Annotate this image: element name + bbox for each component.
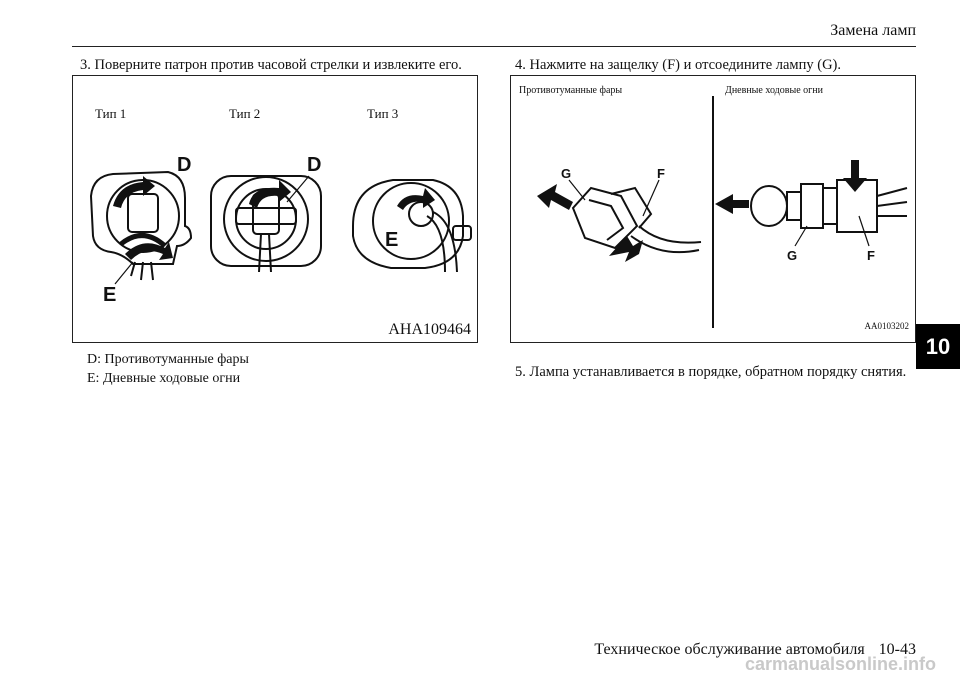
callout-f-fog: F bbox=[657, 166, 665, 181]
socket-type-1-drawing bbox=[89, 170, 193, 281]
legend-e: E: Дневные ходовые огни bbox=[87, 369, 240, 388]
page-header-title: Замена ламп bbox=[830, 22, 916, 39]
legend-d-key: D: bbox=[87, 352, 101, 367]
footer-section-title: Техническое обслуживание автомобиля bbox=[594, 641, 865, 658]
legend-d: D: Противотуманные фары bbox=[87, 350, 249, 369]
page-number: 10-43 bbox=[878, 641, 916, 658]
callout-f-drl: F bbox=[867, 248, 875, 263]
figure-code-aha109464: AHA109464 bbox=[388, 321, 471, 338]
section-tab-10: 10 bbox=[916, 324, 960, 369]
callout-e-type-3: E bbox=[385, 229, 398, 251]
figure-socket-removal: Тип 1 Тип 2 Тип 3 D E D bbox=[72, 75, 478, 343]
arrow-ccw-type-1 bbox=[113, 176, 173, 260]
step-4-text: 4. Нажмите на защелку (F) и отсоедините … bbox=[515, 57, 841, 73]
type-3-label: Тип 3 bbox=[367, 106, 399, 121]
socket-type-3-drawing bbox=[352, 179, 472, 273]
socket-illustrations: D E D E bbox=[89, 154, 472, 306]
arrow-ccw-type-2 bbox=[249, 180, 291, 208]
page-footer: Техническое обслуживание автомобиля 10-43 bbox=[594, 641, 916, 659]
callout-d-type-2: D bbox=[307, 154, 321, 176]
header-divider bbox=[72, 46, 916, 47]
arrow-pull-out-drl bbox=[715, 194, 749, 214]
figure-code-aa0103202: AA0103202 bbox=[864, 321, 910, 331]
arrow-press-latch bbox=[609, 236, 643, 262]
type-1-label: Тип 1 bbox=[95, 106, 127, 121]
arrow-press-down-drl bbox=[843, 160, 867, 192]
legend-d-text: Противотуманные фары bbox=[104, 352, 249, 367]
arrow-ccw-type-3 bbox=[397, 188, 435, 210]
fog-lamp-connector-drawing bbox=[571, 186, 702, 254]
lamp-disconnect-illustrations: G F G F bbox=[537, 96, 908, 328]
step-3-text: 3. Поверните патрон против часовой стрел… bbox=[80, 57, 462, 73]
callout-g-drl: G bbox=[787, 248, 797, 263]
legend-e-key: E: bbox=[87, 371, 100, 386]
watermark: carmanualsonline.info bbox=[744, 654, 936, 674]
callout-e-type-1: E bbox=[103, 284, 116, 306]
drl-subtitle: Дневные ходовые огни bbox=[725, 85, 823, 96]
step-5-text: 5. Лампа устанавливается в порядке, обра… bbox=[515, 364, 907, 380]
drl-bulb-drawing bbox=[750, 179, 908, 233]
type-2-label: Тип 2 bbox=[229, 106, 261, 121]
callout-d-type-1: D bbox=[177, 154, 191, 176]
legend-e-text: Дневные ходовые огни bbox=[102, 371, 241, 386]
fog-lamp-subtitle: Противотуманные фары bbox=[519, 85, 623, 96]
arrow-pull-out-left bbox=[537, 184, 573, 210]
figure-lamp-disconnect: Противотуманные фары Дневные ходовые огн… bbox=[510, 75, 916, 343]
callout-g-fog: G bbox=[561, 166, 571, 181]
